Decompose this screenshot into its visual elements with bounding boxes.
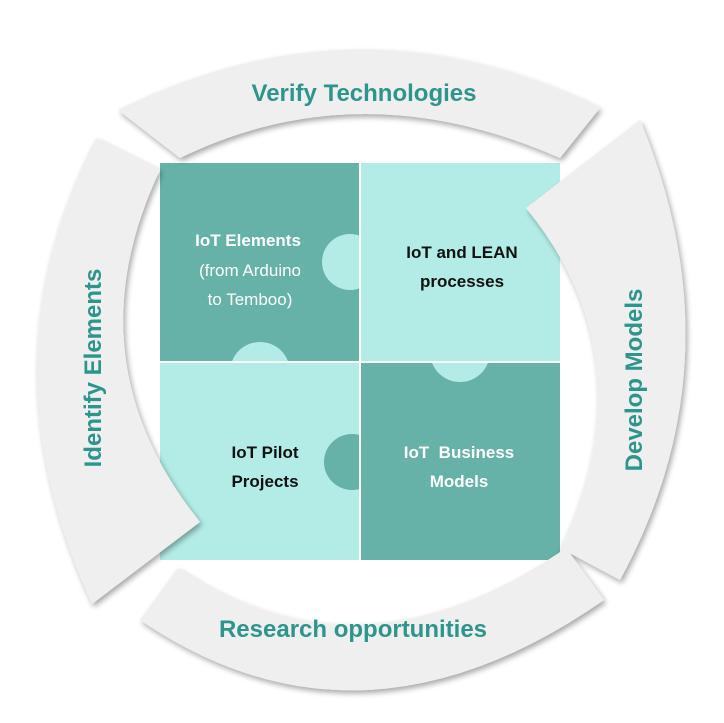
iot-pilot-line1: IoT Pilot	[231, 443, 298, 462]
label-research-opportunities: Research opportunities	[219, 616, 487, 643]
piece-text-top-right: IoT and LEAN processes	[406, 243, 517, 291]
puzzle-knob-right	[430, 322, 490, 382]
label-identify-elements: Identify Elements	[80, 269, 107, 468]
iot-business-line1: IoT Business	[404, 443, 515, 462]
iot-elements-line2: (from Arduino	[199, 261, 301, 280]
iot-elements-line3: to Temboo)	[208, 290, 293, 309]
puzzle-grid	[160, 163, 560, 560]
arrow-right	[526, 120, 686, 580]
iot-lean-line1: IoT and LEAN	[406, 243, 517, 262]
arrow-bottom	[140, 548, 604, 691]
label-develop-models: Develop Models	[621, 289, 648, 472]
puzzle-knob-bottom	[324, 434, 380, 490]
piece-text-top-left: IoT Elements (from Arduino to Temboo)	[195, 231, 301, 309]
iot-lean-line2: processes	[420, 272, 504, 291]
iot-business-line2: Models	[430, 472, 489, 491]
piece-text-bottom-right: IoT Business Models	[404, 443, 515, 491]
arrow-left	[36, 138, 201, 604]
arrow-top	[118, 49, 600, 158]
label-verify-technologies: Verify Technologies	[252, 80, 477, 107]
puzzle-knob-left	[230, 342, 290, 402]
iot-elements-title: IoT Elements	[195, 231, 301, 250]
puzzle-knob-top	[322, 234, 378, 290]
puzzle-piece-bottom-right	[360, 362, 560, 560]
iot-pilot-line2: Projects	[231, 472, 298, 491]
piece-text-bottom-left: IoT Pilot Projects	[231, 443, 298, 491]
cycle-arrows	[36, 49, 686, 691]
